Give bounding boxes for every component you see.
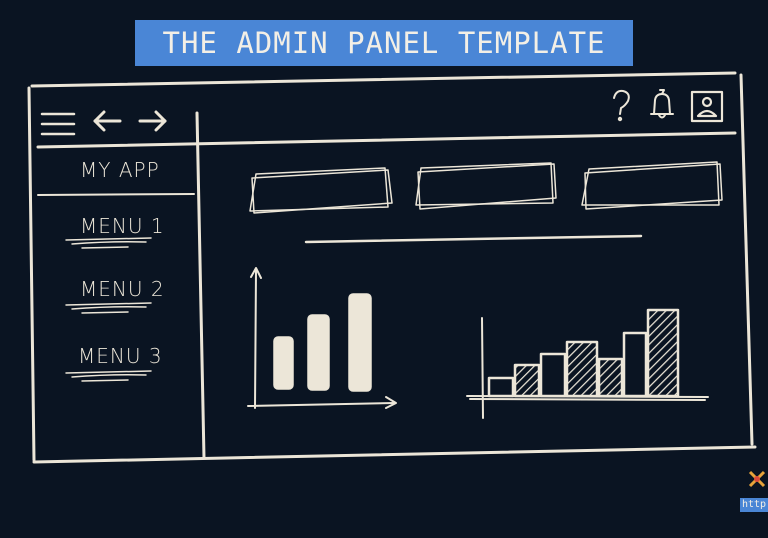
right-chart-bar-1 [487,376,515,398]
hamburger-menu-icon[interactable] [40,112,76,136]
arrow-right-icon[interactable] [138,110,167,132]
menu-2-underline [65,302,152,314]
bell-icon[interactable] [650,89,674,119]
right-chart-bar-7 [646,308,680,398]
header-divider [36,131,737,149]
user-profile-icon[interactable] [690,90,724,123]
right-chart-bar-3 [539,352,567,398]
right-chart-bar-5 [597,357,624,398]
left-chart-bar-3 [348,293,372,392]
right-chart-bar-4 [565,340,599,398]
right-chart-bar-2 [513,363,541,398]
menu-3-underline [65,370,152,382]
window-frame [27,71,757,464]
stat-card-2 [415,162,557,210]
help-question-icon[interactable] [613,89,630,122]
left-chart-bar-1 [273,336,294,390]
stat-card-3 [581,161,723,210]
sidebar-item-menu-2[interactable]: MENU 2 [80,277,165,301]
sidebar-divider [195,111,206,460]
sidebar-item-menu-1[interactable]: MENU 1 [80,214,165,238]
arrow-left-icon[interactable] [93,110,122,132]
corner-logo-icon [748,470,766,488]
page-title: THE ADMIN PANEL TEMPLATE [162,26,606,60]
corner-tag: http [740,498,768,512]
stat-card-1 [249,167,393,214]
app-name-divider [37,193,195,196]
right-chart-bar-6 [622,331,648,398]
left-chart-bar-2 [307,314,330,391]
left-chart-axes [247,267,397,409]
sidebar-item-menu-3[interactable]: MENU 3 [78,344,163,368]
app-name: MY APP [80,158,160,182]
menu-1-underline [65,237,152,249]
title-banner: THE ADMIN PANEL TEMPLATE [135,20,633,66]
section-heading-line [304,234,643,244]
